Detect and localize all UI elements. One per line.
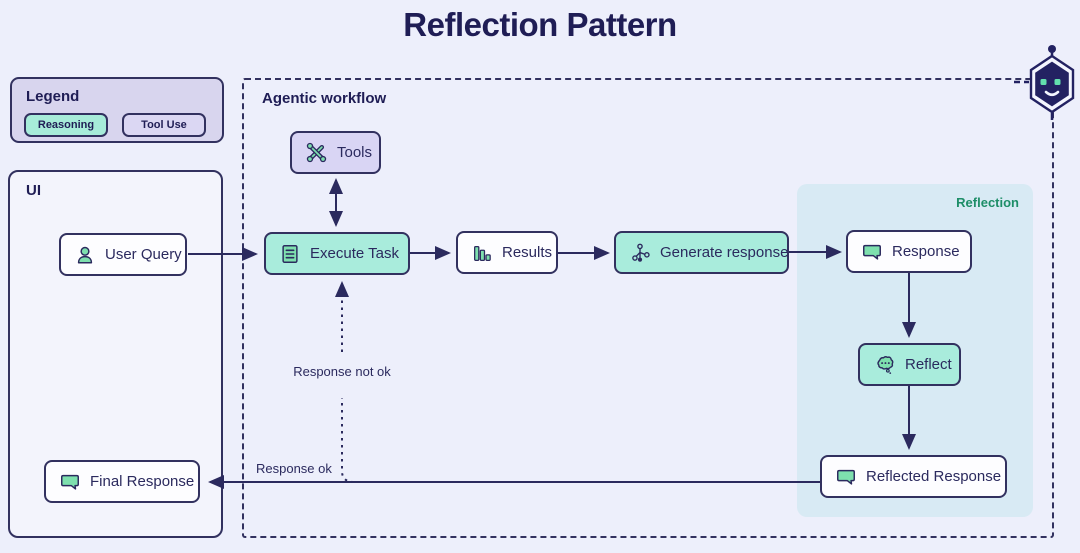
tools-icon (306, 142, 327, 163)
node-label: Response (892, 243, 960, 260)
reflection-region-label: Reflection (956, 195, 1019, 210)
node-label: Tools (337, 144, 373, 161)
legend-chips: Reasoning Tool Use (24, 113, 206, 137)
robot-icon (1014, 45, 1075, 120)
task-list-icon (282, 244, 298, 263)
speech-bubble-icon (61, 474, 79, 490)
node-tools: Tools (290, 131, 381, 174)
node-reflected-response: Reflected Response (820, 455, 1007, 498)
page-title: Reflection Pattern (403, 6, 677, 43)
node-label: Reflect (905, 356, 952, 373)
legend-chip-tool-use: Tool Use (122, 113, 206, 137)
bar-chart-icon (474, 245, 491, 261)
ui-panel-label: UI (26, 182, 41, 199)
network-icon (632, 243, 650, 262)
node-label: Execute Task (310, 245, 399, 262)
node-label: Final Response (90, 473, 195, 490)
agentic-workflow-panel: Agentic workflow (242, 78, 1054, 538)
node-label: Generate response (660, 244, 789, 261)
node-generate-response: Generate response (614, 231, 789, 274)
node-label: Reflected Response (866, 468, 1002, 485)
edge-label-response-ok: Response ok (256, 461, 332, 476)
node-label: Results (502, 244, 553, 261)
person-icon (77, 246, 93, 264)
node-reflect: Reflect (858, 343, 961, 386)
node-execute-task: Execute Task (264, 232, 410, 275)
speech-bubble-icon (837, 469, 855, 485)
speech-bubble-icon (863, 244, 881, 260)
edge-label-response-not-ok: Response not ok (293, 364, 391, 379)
legend-title: Legend (26, 88, 80, 105)
node-response: Response (846, 230, 972, 273)
legend-panel: Legend Reasoning Tool Use (10, 77, 224, 143)
node-label: User Query (105, 246, 182, 263)
node-final-response: Final Response (44, 460, 200, 503)
thought-cloud-icon (877, 355, 894, 374)
agentic-workflow-label: Agentic workflow (262, 90, 387, 107)
node-results: Results (456, 231, 558, 274)
node-user-query: User Query (59, 233, 187, 276)
legend-chip-reasoning: Reasoning (24, 113, 108, 137)
